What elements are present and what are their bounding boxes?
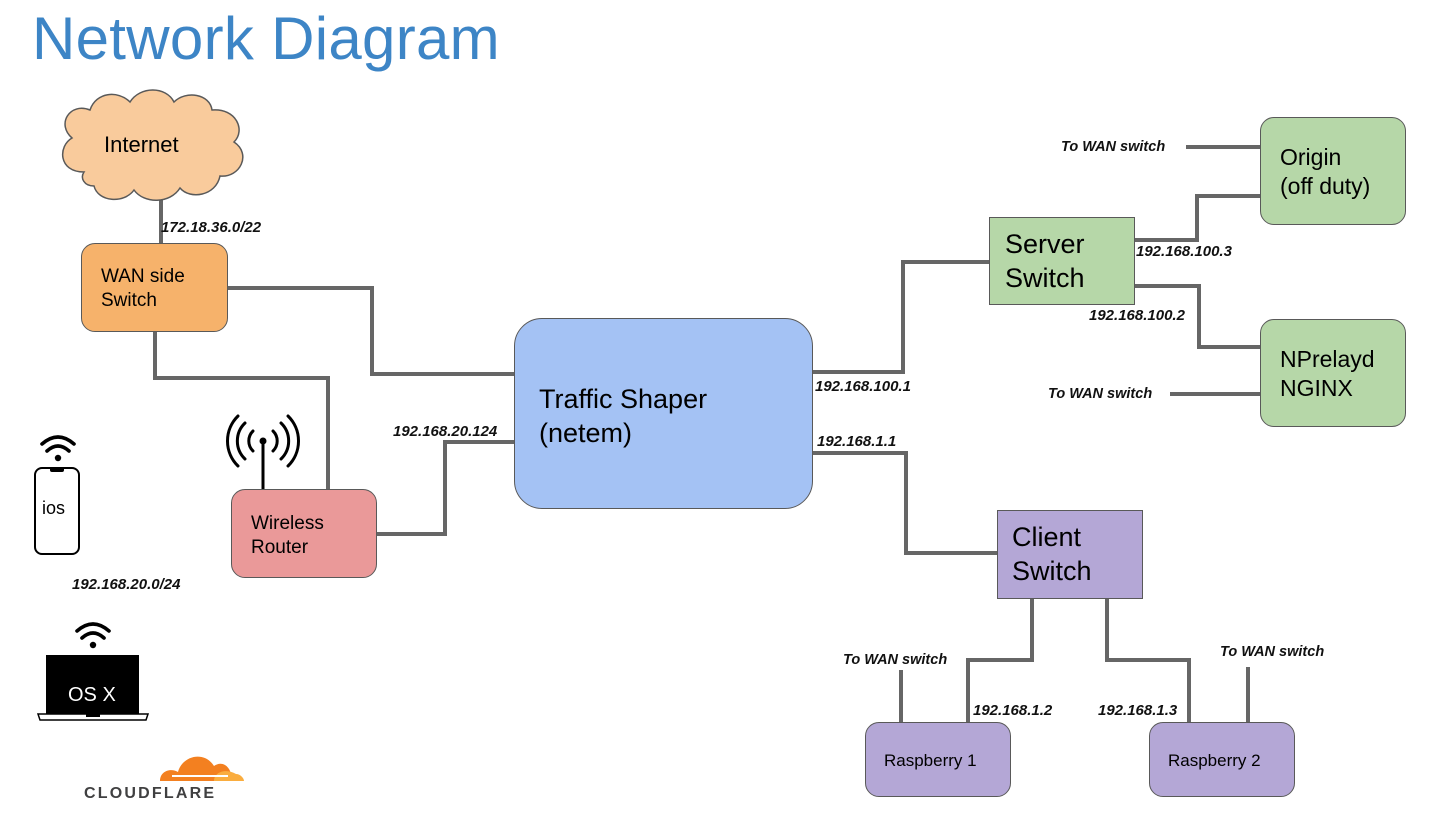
shaper-server-ip-label: 192.168.100.1: [815, 378, 911, 395]
raspberry-2-label: Raspberry 2: [1168, 751, 1261, 770]
to-wan-switch-raspberry-1-label: To WAN switch: [843, 652, 948, 668]
nprelayd-nginx: NPrelayd NGINX: [1260, 319, 1406, 427]
wifi-icon: [75, 622, 111, 649]
cloudflare-wordmark: CLOUDFLARE: [84, 785, 217, 802]
raspberry-1: Raspberry 1: [865, 722, 1011, 797]
traffic-shaper: Traffic Shaper (netem): [514, 318, 813, 509]
origin-server-label: Origin (off duty): [1280, 144, 1371, 199]
raspberry-1-ip-label: 192.168.1.2: [973, 702, 1053, 719]
link-client-rpi2: [1105, 599, 1191, 722]
nprelayd-nginx-label: NPrelayd NGINX: [1280, 346, 1375, 401]
to-wan-switch-raspberry-2-label: To WAN switch: [1220, 644, 1325, 660]
link-server-nprelayd: [1135, 284, 1260, 349]
client-switch-label: Client Switch: [1012, 522, 1092, 586]
traffic-shaper-label: Traffic Shaper (netem): [539, 384, 708, 448]
links: [153, 145, 1260, 722]
osx-laptop-icon: [36, 655, 150, 721]
ios-phone-icon: [34, 467, 80, 555]
link-wan-shaper: [228, 286, 515, 376]
link-wan-router: [153, 332, 330, 489]
internet-label: Internet: [104, 132, 179, 157]
origin-server: Origin (off duty): [1260, 117, 1406, 225]
internet-subnet-label: 172.18.36.0/22: [161, 219, 262, 236]
server-switch-label: Server Switch: [1005, 229, 1085, 293]
internet-cloud: [61, 89, 244, 201]
shaper-wifi-ip-label: 192.168.20.124: [393, 423, 498, 440]
link-router-shaper: [377, 440, 515, 536]
to-wan-switch-nprelayd-label: To WAN switch: [1048, 386, 1153, 402]
link-shaper-client: [812, 451, 997, 555]
cloudflare-logo: [160, 756, 244, 781]
link-server-origin: [1135, 194, 1260, 242]
wireless-router: Wireless Router: [231, 489, 377, 578]
osx-label: OS X: [68, 684, 116, 706]
origin-ip-label: 192.168.100.3: [1136, 243, 1232, 260]
wan-side-switch-label: WAN side Switch: [101, 266, 185, 311]
wireless-router-label: Wireless Router: [251, 513, 324, 558]
link-client-rpi1: [966, 599, 1034, 722]
to-wan-switch-origin-label: To WAN switch: [1061, 139, 1166, 155]
ios-label: ios: [42, 498, 66, 518]
client-switch: Client Switch: [997, 510, 1143, 599]
wifi-subnet-label: 192.168.20.0/24: [72, 576, 181, 593]
link-shaper-server: [812, 260, 989, 374]
diagram-title: Network Diagram: [32, 5, 500, 72]
raspberry-1-label: Raspberry 1: [884, 751, 977, 770]
server-switch: Server Switch: [989, 217, 1135, 305]
raspberry-2-ip-label: 192.168.1.3: [1098, 702, 1178, 719]
nprelayd-ip-label: 192.168.100.2: [1089, 307, 1185, 324]
wifi-icon: [40, 435, 76, 462]
wan-side-switch: WAN side Switch: [81, 243, 228, 332]
wireless-antenna-icon: [225, 414, 301, 494]
raspberry-2: Raspberry 2: [1149, 722, 1295, 797]
shaper-client-ip-label: 192.168.1.1: [817, 433, 897, 450]
